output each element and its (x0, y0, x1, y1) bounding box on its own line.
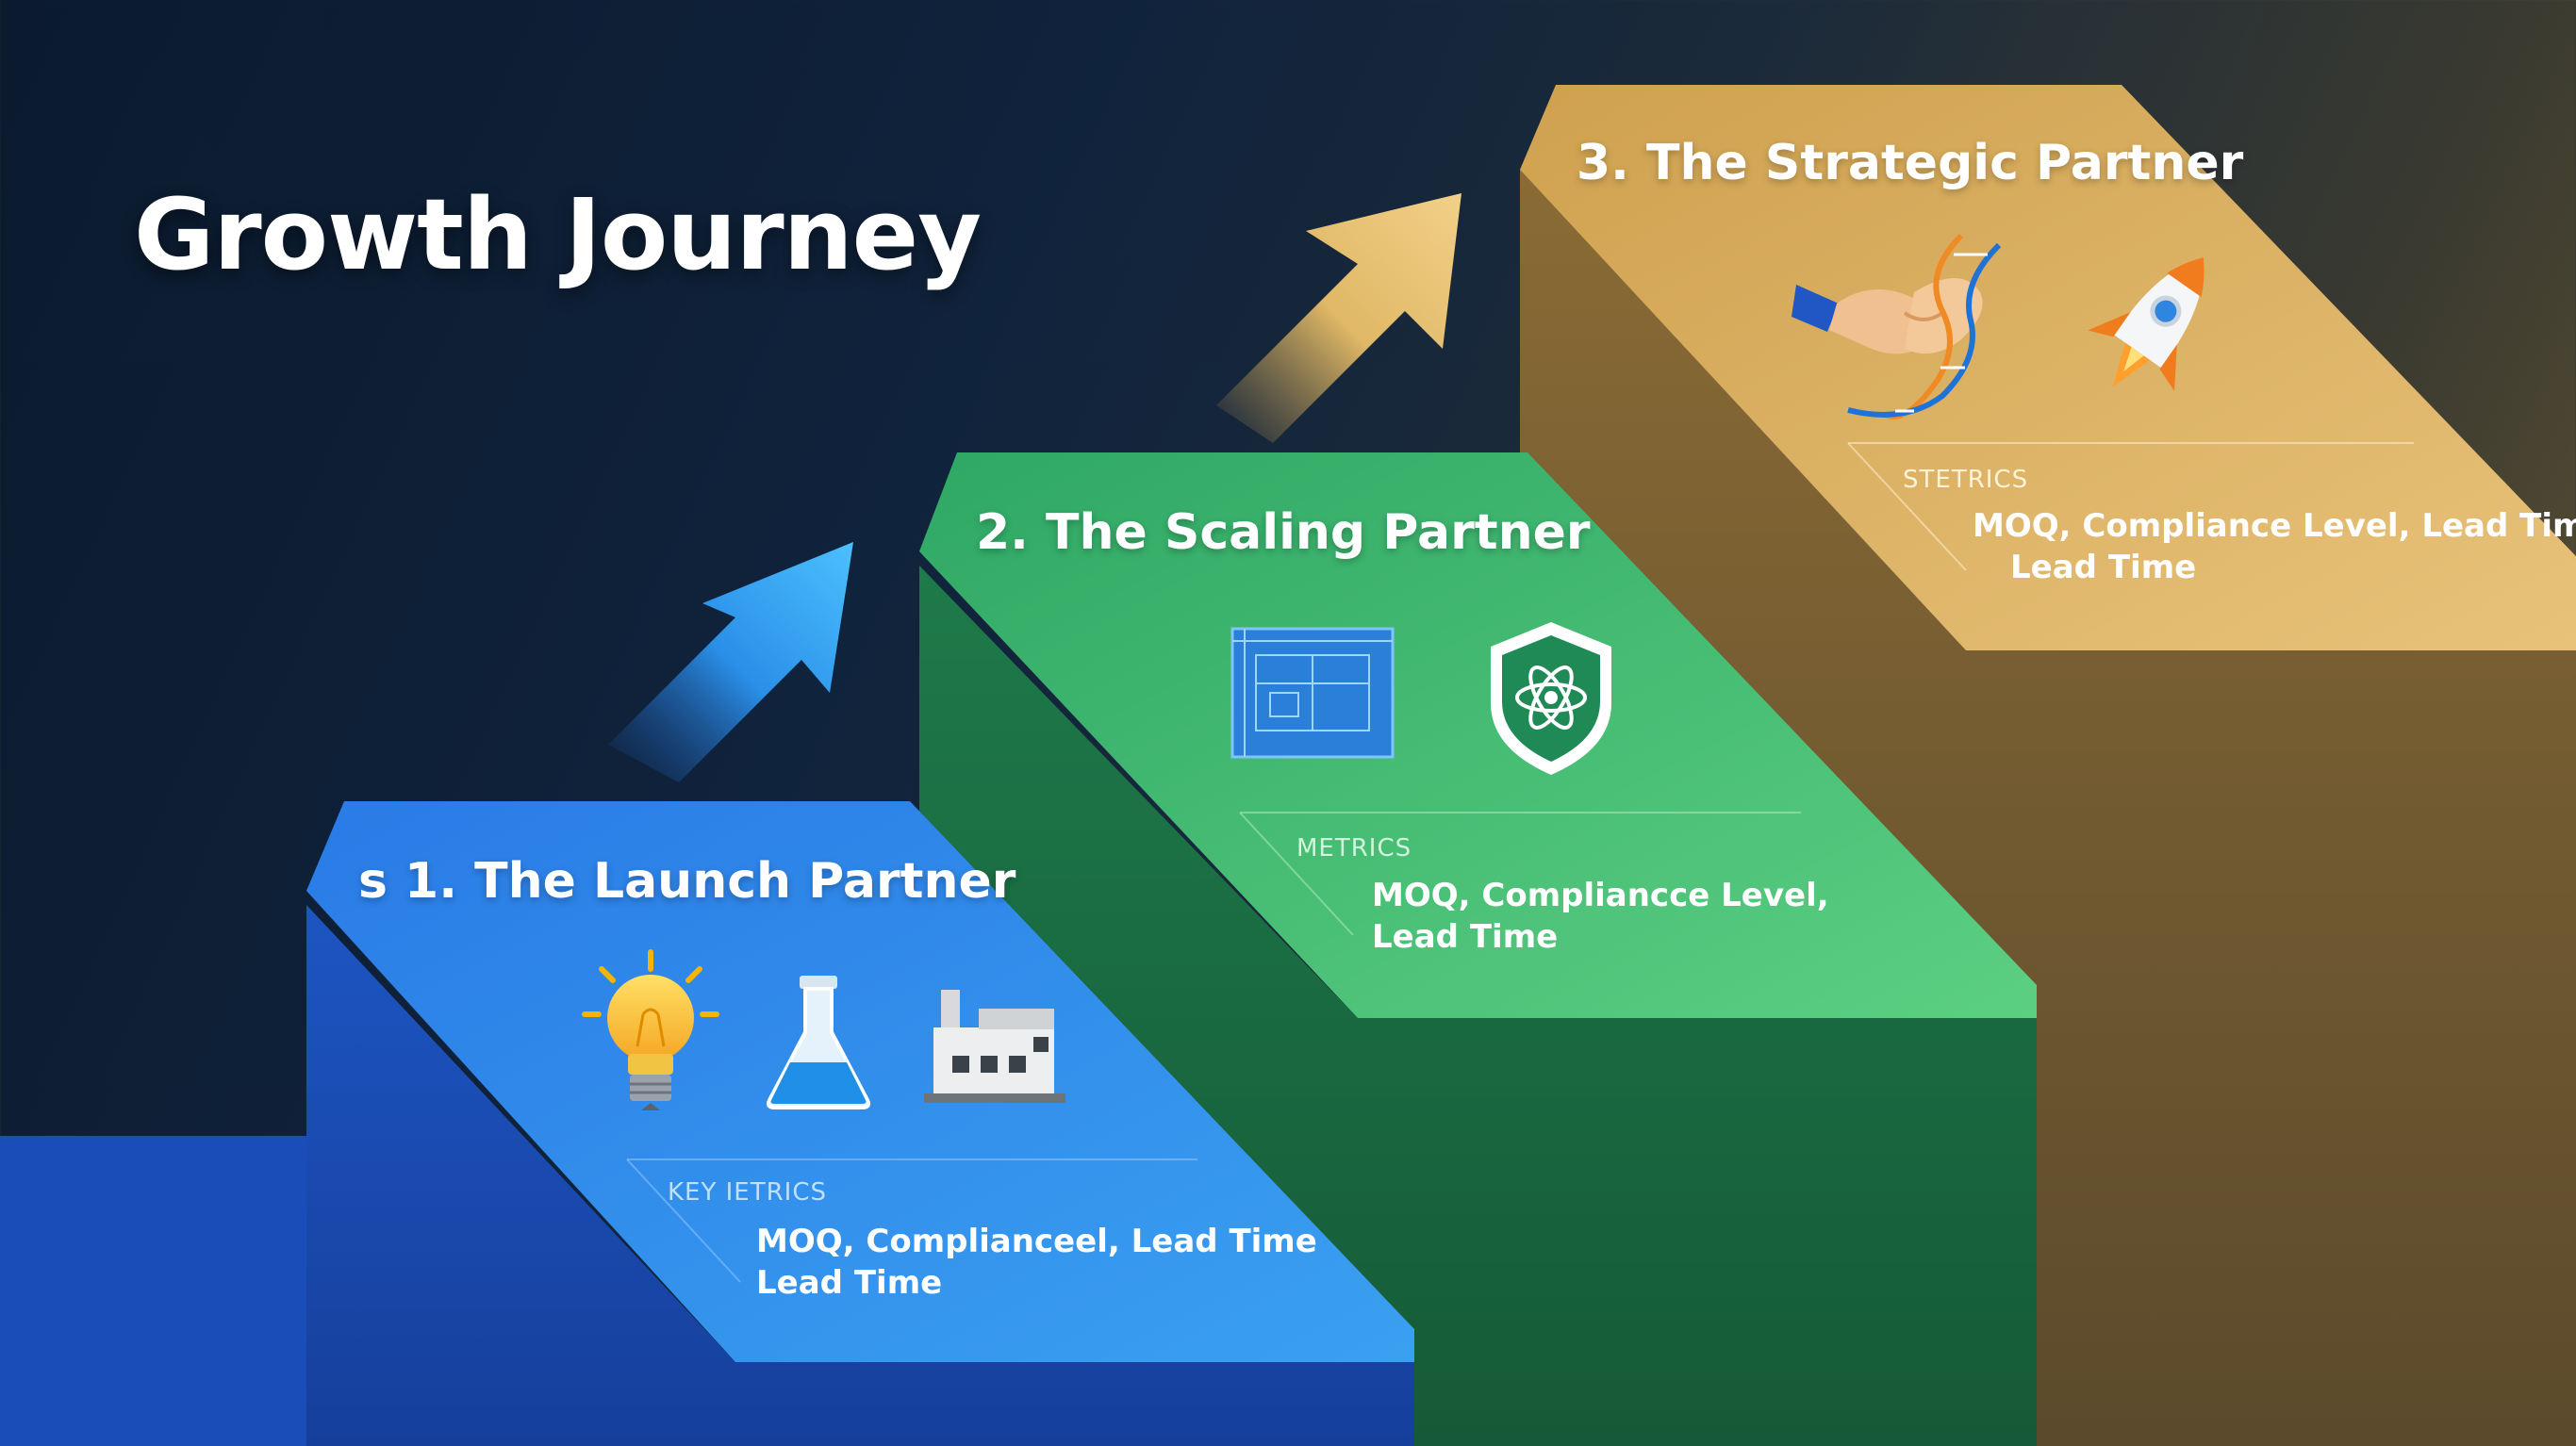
step-3-title: 3. The Strategic Partner (1577, 135, 2244, 191)
metrics-divider (1239, 812, 1354, 936)
shield-atom-icon (1491, 622, 1611, 775)
factory-icon (924, 990, 1065, 1103)
flask-icon (766, 976, 871, 1109)
step-2-metrics-line-2: Lead Time (1372, 918, 1559, 956)
step-1-title: ѕ 1. The Launch Partner (358, 853, 1016, 910)
step-3-top (1520, 85, 2576, 650)
step-1-metrics-value: MOQ, Complianceel, Lead Time Lead Time (756, 1221, 1317, 1304)
step-1-metrics-label: KEY IETRICS (668, 1178, 827, 1207)
page-title: Growth Journey (134, 177, 982, 292)
step-1-metrics-line-1: MOQ, Complianceel, Lead Time (756, 1223, 1317, 1260)
arrow-up-right-icon (1216, 193, 1461, 443)
step-3-metrics-line-1: MOQ, Compliance Level, Lead Time (1973, 507, 2576, 545)
step-3-metrics-line-2: Lead Time (2010, 549, 2197, 586)
metrics-divider (626, 1158, 741, 1283)
step-2-metrics-line-1: MOQ, Compliancce Level, (1372, 877, 1829, 914)
step-3-metrics-label: STETRICS (1903, 466, 2029, 494)
step-3-metrics-value: MOQ, Compliance Level, Lead Time Lead Ti… (1973, 505, 2576, 588)
step-2-metrics-value: MOQ, Compliancce Level, Lead Time (1372, 875, 1829, 958)
lightbulb-icon (582, 949, 719, 1110)
step-2-metrics-label: METRICS (1296, 834, 1412, 863)
blueprint-icon (1230, 627, 1395, 759)
step-1-top (306, 801, 1414, 1362)
step-2-top (919, 452, 2037, 1018)
rocket-icon (2088, 256, 2204, 391)
metrics-divider (1847, 442, 1967, 571)
handshake-dna-icon (1792, 233, 2002, 419)
step-1-front (306, 905, 1414, 1446)
step-2-title: 2. The Scaling Partner (976, 504, 1591, 561)
arrow-up-right-icon (608, 542, 853, 782)
step-1-metrics-line-2: Lead Time (756, 1264, 943, 1302)
